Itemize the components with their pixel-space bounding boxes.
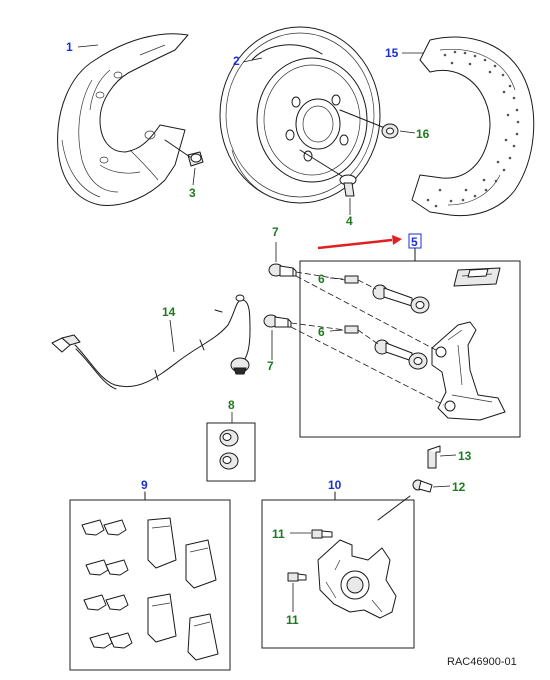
part-shield-bolt[interactable] [164, 139, 204, 167]
part-bleed-cap[interactable] [427, 445, 441, 469]
part-rear-shield[interactable] [411, 36, 535, 217]
part-brake-pad-upper-left[interactable] [147, 517, 177, 569]
caliper-kit-box [261, 491, 415, 649]
callout-3: 3 [189, 186, 196, 200]
part-brake-pad-lower-left[interactable] [147, 593, 177, 643]
part-disc-screw[interactable] [299, 149, 357, 197]
shield-perforations [426, 50, 520, 208]
part-pad-springs[interactable] [81, 519, 133, 649]
callout-7-upper: 7 [272, 225, 279, 239]
callout-5-highlight [408, 233, 422, 249]
part-guide-pin-lower[interactable] [344, 325, 428, 370]
part-brake-pad-lower-right[interactable] [187, 613, 219, 661]
part-nut[interactable] [339, 109, 399, 139]
part-splash-shield[interactable] [57, 33, 189, 206]
callout-7-lower: 7 [267, 359, 274, 373]
part-caliper-bolt-upper[interactable] [268, 263, 297, 277]
callout-9: 9 [141, 478, 148, 492]
callout-leaders [77, 44, 457, 612]
part-brake-pad-upper-right[interactable] [185, 539, 217, 589]
part-guide-pin-upper[interactable] [344, 275, 430, 314]
callout-13: 13 [458, 449, 472, 463]
callout-1: 1 [66, 40, 73, 54]
callout-6-lower: 6 [318, 325, 325, 339]
callout-8: 8 [228, 398, 235, 412]
carrier-kit-box [299, 247, 521, 438]
diagram-reference-code: RAC46900-01 [447, 656, 517, 668]
callout-2: 2 [233, 54, 240, 68]
callout-15: 15 [385, 46, 399, 60]
bolt-alignment-lines [290, 271, 445, 406]
part-caliper-carrier[interactable] [431, 321, 506, 421]
part-caliper-bolt-b[interactable] [287, 572, 307, 582]
bushes-kit-box [206, 422, 256, 482]
part-bleed-screw[interactable] [412, 479, 433, 493]
callout-10: 10 [328, 478, 342, 492]
callout-14: 14 [162, 305, 176, 319]
part-abs-sensor-harness[interactable] [51, 294, 251, 390]
part-caliper-bolt-a[interactable] [311, 529, 333, 539]
part-caliper-housing[interactable] [317, 539, 397, 619]
part-bush-upper[interactable] [219, 429, 239, 447]
part-caliper-bolt-lower[interactable] [263, 314, 292, 328]
callout-16: 16 [416, 127, 430, 141]
callout-12: 12 [452, 480, 466, 494]
callout-11-lower: 11 [286, 613, 299, 627]
callout-4: 4 [346, 214, 353, 228]
part-pad-clip[interactable] [453, 267, 501, 287]
callout-11-upper: 11 [272, 527, 285, 541]
part-bush-lower[interactable] [219, 452, 239, 470]
brake-pads-box [69, 491, 231, 671]
callout-5: 5 [411, 235, 418, 249]
highlight-arrow [317, 235, 402, 250]
part-brake-disc[interactable] [219, 26, 381, 204]
callout-6-upper: 6 [318, 272, 325, 286]
